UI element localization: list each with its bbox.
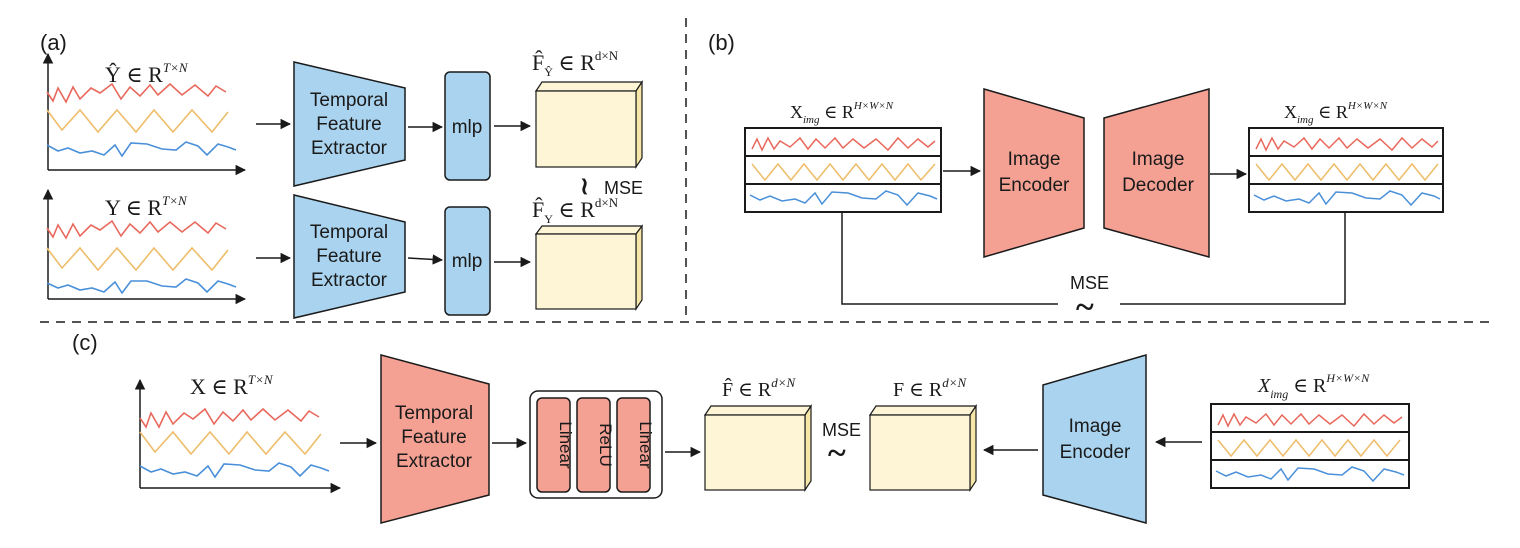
series-label: X ∈ RT×N — [190, 372, 274, 399]
series-blue — [139, 462, 330, 479]
mse-label: MSE — [822, 420, 861, 440]
mse-symbol: ~ — [1076, 289, 1094, 326]
mlp-block-top: mlp — [444, 71, 491, 181]
extractor-label-line2: Feature — [316, 246, 381, 267]
series-yellow — [1255, 162, 1439, 182]
series-blue — [1215, 466, 1405, 483]
image-encoder: Image Encoder — [1042, 354, 1147, 524]
mlp-layer-label: Linear — [636, 421, 655, 469]
feature-cube-predicted: F̂ ∈ Rd×N — [703, 375, 813, 492]
series-yellow — [46, 108, 229, 134]
image-encoder: Image Encoder — [983, 88, 1085, 258]
series-blue — [1253, 190, 1441, 207]
feature-label: F ∈ Rd×N — [893, 375, 968, 401]
encoder-label-line2: Encoder — [999, 175, 1070, 196]
panel-label-c: (c) — [72, 330, 98, 355]
panel-b: Ximg ∈ RH×W×N Image Encoder Image Decode… — [744, 88, 1444, 326]
series-yellow — [1217, 438, 1401, 458]
mse-connector — [1120, 213, 1346, 305]
panel-c: X ∈ RT×N Temporal Feature Extractor Line… — [134, 354, 1410, 524]
series-yellow — [46, 246, 229, 272]
loss-label: MSE — [604, 178, 643, 198]
extractor-label-line2: Feature — [401, 427, 466, 448]
series-red — [1217, 412, 1403, 428]
decoder-label-line1: Image — [1132, 149, 1185, 170]
series-label: Y ∈ RT×N — [105, 193, 188, 220]
series-blue — [46, 141, 237, 158]
extractor-label-line2: Feature — [316, 114, 381, 135]
mlp-layer-label: ReLU — [596, 423, 615, 466]
panel-label-b: (b) — [708, 30, 735, 55]
decoder-label-line2: Decoder — [1122, 175, 1194, 196]
encoder-label-line1: Image — [1069, 416, 1122, 437]
ts-plot-input: X ∈ RT×N — [134, 372, 342, 494]
feature-label: F̂Ŷ ∈ Rd×N — [532, 48, 619, 79]
mlp-layer-linear-2 — [616, 397, 651, 493]
mlp-layer-linear-1 — [536, 397, 571, 493]
panel-label-a: (a) — [40, 30, 67, 55]
feature-cube-ground-truth: F̂Y ∈ Rd×N — [532, 195, 644, 311]
feature-cube-target: F ∈ Rd×N — [868, 375, 978, 492]
input-image-strip: Ximg ∈ RH×W×N — [744, 100, 942, 213]
panel-a: Ŷ ∈ RT×N Y ∈ RT×N Temporal Feature Extra… — [42, 48, 644, 319]
encoder-label-line1: Image — [1008, 149, 1061, 170]
output-image-label: Ximg ∈ RH×W×N — [1284, 100, 1388, 126]
extractor-label-line3: Extractor — [311, 270, 388, 291]
image-label: Ximg ∈ RH×W×N — [1257, 371, 1370, 401]
mlp-block-bottom: mlp — [444, 206, 491, 316]
series-blue — [46, 278, 237, 295]
series-red — [46, 82, 227, 104]
mse-label: MSE — [1070, 273, 1109, 293]
ts-plot-ground-truth: Y ∈ RT×N — [42, 188, 247, 305]
extractor-label-line1: Temporal — [395, 403, 473, 424]
extractor-label-line3: Extractor — [311, 138, 388, 159]
series-red — [751, 136, 936, 152]
ts-plot-predicted: Ŷ ∈ RT×N — [42, 52, 247, 176]
series-yellow — [751, 162, 936, 182]
feature-label: F̂Y ∈ Rd×N — [532, 195, 619, 226]
mse-connector — [841, 213, 1058, 305]
series-yellow — [139, 430, 322, 456]
temporal-feature-extractor: Temporal Feature Extractor — [380, 354, 490, 524]
extractor-label-line1: Temporal — [310, 222, 388, 243]
mlp-label: mlp — [452, 117, 483, 138]
mlp-head: Linear ReLU Linear — [529, 390, 663, 499]
loss-symbol: ≀ — [580, 174, 589, 200]
mlp-layer-relu — [576, 397, 611, 493]
arrow-extractor-to-mlp-bottom — [407, 254, 444, 265]
image-decoder: Image Decoder — [1103, 88, 1210, 258]
feature-label: F̂ ∈ Rd×N — [722, 375, 797, 401]
encoder-label-line2: Encoder — [1060, 442, 1131, 463]
extractor-label-line1: Temporal — [310, 90, 388, 111]
feature-cube-predicted: F̂Ŷ ∈ Rd×N — [532, 48, 644, 169]
series-red — [139, 407, 320, 429]
image-strip: Ximg ∈ RH×W×N — [1210, 371, 1410, 489]
series-blue — [749, 190, 938, 207]
mlp-layer-label: Linear — [556, 421, 575, 469]
output-image-strip: Ximg ∈ RH×W×N — [1248, 100, 1444, 213]
series-label: Ŷ ∈ RT×N — [105, 60, 189, 87]
mlp-label: mlp — [452, 251, 483, 272]
mse-symbol: ~ — [828, 435, 846, 472]
series-red — [1255, 136, 1439, 152]
extractor-label-line3: Extractor — [396, 451, 473, 472]
temporal-feature-extractor-top: Temporal Feature Extractor — [293, 61, 406, 187]
temporal-feature-extractor-bottom: Temporal Feature Extractor — [293, 194, 406, 319]
series-red — [46, 219, 227, 240]
input-image-label: Ximg ∈ RH×W×N — [790, 100, 894, 126]
